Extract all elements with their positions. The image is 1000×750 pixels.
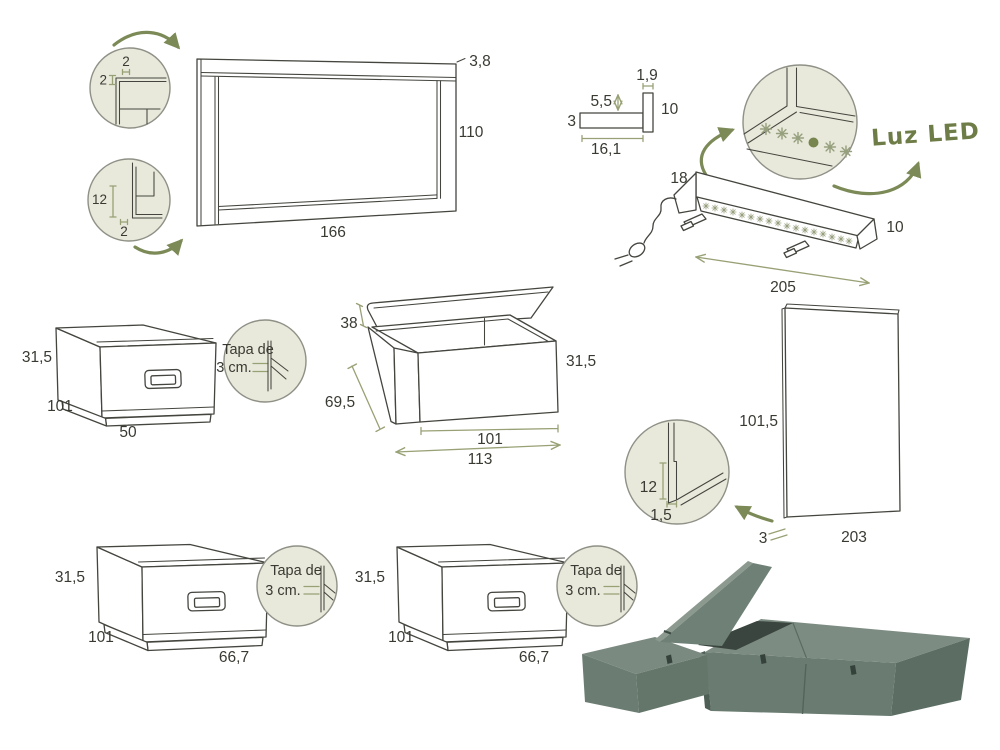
mounting-clip-icon [783,240,810,259]
dim-headboard-detail-top-a: 2 [122,54,130,69]
callout-arrow-panel-detail [734,505,774,523]
bed-drawer-handle [850,665,857,675]
dim-headboard-height: 110 [459,124,484,141]
bed-lid-edge [655,561,753,642]
dim-open-base-depth: 69,5 [325,394,355,411]
dim-drawer-wide-height: 31,5 [55,569,85,586]
bed-right-face [891,638,970,716]
bed-lid-hinge [663,630,672,635]
drawer-handle [144,368,182,390]
dim-drawer-small-height: 31,5 [22,349,52,366]
dim-led-bar-length: 205 [770,279,796,296]
dim-led-profile-thickness: 3 [567,113,576,130]
led-star-icon [823,140,837,154]
lid-note-line2: 3 cm. [216,360,251,376]
led-star-icon [775,127,789,140]
headboard-detail-top-circle: 2 2 [89,47,171,129]
dim-led-profile-offset: 5,5 [590,93,612,110]
bed-bench-front [582,654,639,713]
led-star-icon [759,122,773,136]
storage-drawer-50-diagram: 31,5 101 50 Tapa de 3 cm. [22,319,307,441]
dim-led-profile-height: 10 [661,101,679,118]
luz-led-label: Luz LED [870,118,980,152]
dim-drawer-wide-height: 31,5 [355,569,385,586]
drawer-handle [187,590,226,612]
dim-panel-detail-a: 12 [640,479,657,496]
dim-panel-width: 203 [841,529,867,546]
lid-note-circle: Tapa de 3 cm. [256,545,338,627]
bed-bench-top [582,637,707,674]
bed-lid [660,563,772,646]
dim-headboard-detail-top-b: 2 [99,73,107,88]
led-star-icon [839,145,853,158]
dim-open-base-total-width: 113 [468,451,493,468]
dim-headboard-thickness: 3,8 [469,53,491,70]
dim-open-base-inner-width: 101 [477,431,503,448]
back-panel-diagram: 101,5 203 3 12 1,5 [624,303,901,547]
storage-drawer-66-diagram-1: 31,5 101 66,7 Tapa de 3 cm. [55,543,338,666]
dim-drawer-small-depth: 101 [47,398,73,415]
lid-note-line1: Tapa de [222,342,274,358]
led-detail-circle [742,64,858,180]
power-cord [643,197,677,244]
callout-arrow-led-circle [699,127,735,177]
power-plug-icon [614,242,646,267]
dim-headboard-width: 166 [320,224,346,241]
dim-open-base-lid: 38 [340,315,357,332]
dim-drawer-wide-depth: 101 [388,629,414,646]
panel-detail-circle: 12 1,5 [624,419,730,525]
dim-panel-thickness: 3 [759,530,768,547]
dim-led-profile-lip: 1,9 [636,67,658,84]
dim-open-base-height: 31,5 [566,353,596,370]
lid-note-line2: 3 cm. [265,583,300,599]
lid-note-circle: Tapa de 3 cm. [556,545,638,627]
headboard-detail-bottom-circle: 12 2 [87,158,171,242]
dim-headboard-detail-bottom-a: 12 [92,192,107,207]
lid-note-circle: Tapa de 3 cm. [216,319,307,403]
lid-note-line1: Tapa de [570,563,622,579]
dim-drawer-wide-width: 66,7 [519,649,549,666]
dim-led-bar-depth: 10 [886,219,904,236]
callout-arrow-headboard-top [112,30,181,50]
dim-panel-detail-b: 1,5 [650,507,672,524]
bed-drawer-handle [760,654,767,664]
bed-photo-render [582,561,970,716]
dim-drawer-wide-depth: 101 [88,629,114,646]
led-bar-diagram: 18 10 205 [614,170,904,296]
led-profile-diagram: 3 5,5 1,9 10 16,1 [567,67,678,158]
dim-led-bar-height: 18 [670,170,687,187]
dim-led-profile-length: 16,1 [591,141,621,158]
bed-bench-handle [666,654,673,664]
lid-note-line2: 3 cm. [565,583,600,599]
storage-drawer-66-diagram-2: 31,5 101 66,7 Tapa de 3 cm. [355,543,638,666]
bed-bench-side [636,655,709,713]
callout-arrow-headboard-bottom [133,238,184,256]
lid-note-line1: Tapa de [270,563,322,579]
led-star-icon [791,131,805,145]
headboard-diagram: 3,8 110 166 2 2 12 2 [87,30,491,256]
drawer-handle [487,590,526,612]
led-bulb-dot-icon [808,137,819,148]
dim-panel-height: 101,5 [739,413,778,430]
dim-drawer-wide-width: 66,7 [219,649,249,666]
callout-arrow-luz-led [832,160,922,196]
bed-front-face [705,652,896,716]
storage-base-open-diagram: 38 69,5 31,5 101 113 [325,286,596,468]
dim-drawer-small-width: 50 [119,424,137,441]
dim-headboard-detail-bottom-b: 2 [120,224,128,239]
mounting-clip-icon [680,213,707,232]
